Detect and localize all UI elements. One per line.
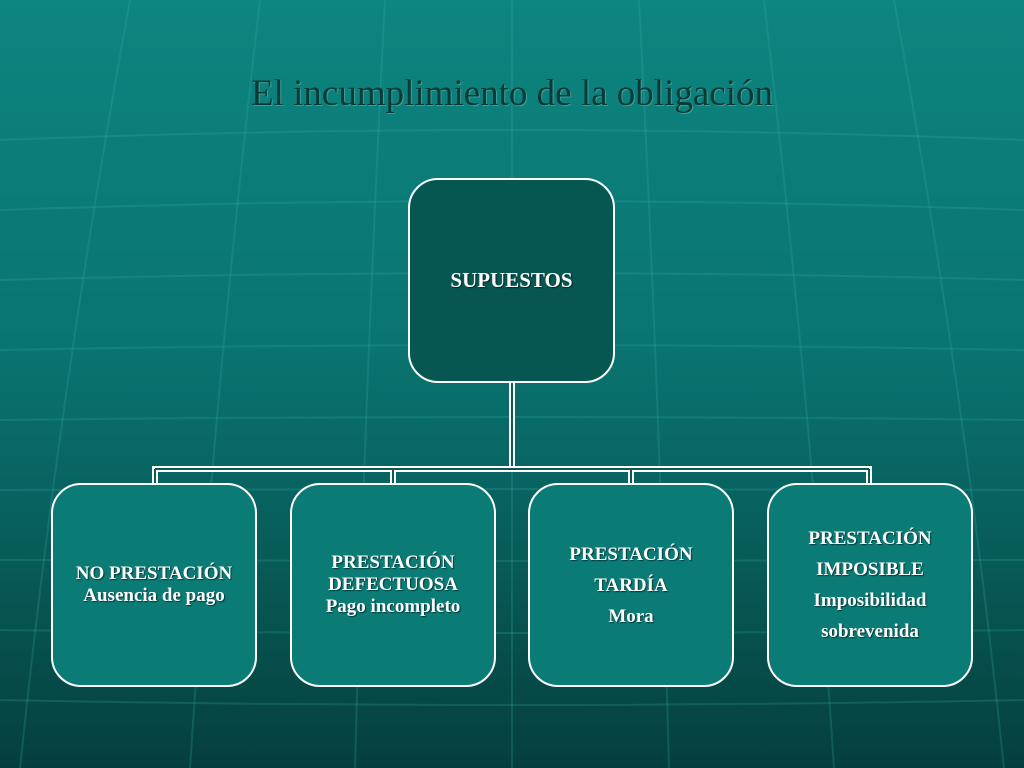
root-node-label: SUPUESTOS [450, 268, 573, 292]
node-line: NO PRESTACIÓN [75, 563, 233, 584]
node-line: sobrevenida [821, 621, 919, 642]
node-line: Pago incompleto [325, 596, 461, 617]
child-node-prestacion-tardia: PRESTACIÓN TARDÍA Mora [528, 483, 734, 687]
node-line: PRESTACIÓN [331, 552, 455, 573]
child-node-prestacion-defectuosa: PRESTACIÓN DEFECTUOSA Pago incompleto [290, 483, 496, 687]
node-line: DEFECTUOSA [328, 574, 458, 595]
root-node-supuestos: SUPUESTOS [408, 178, 615, 383]
node-line: PRESTACIÓN [808, 528, 932, 549]
node-line: IMPOSIBLE [816, 559, 924, 580]
child-node-prestacion-imposible: PRESTACIÓN IMPOSIBLE Imposibilidad sobre… [767, 483, 973, 687]
node-line: Mora [608, 605, 654, 627]
node-line: Imposibilidad [813, 590, 927, 611]
child-node-no-prestacion: NO PRESTACIÓN Ausencia de pago [51, 483, 257, 687]
node-line: TARDÍA [594, 574, 668, 596]
node-line: Ausencia de pago [83, 585, 225, 606]
slide-title: El incumplimiento de la obligación [251, 73, 773, 114]
node-line: PRESTACIÓN [569, 543, 693, 565]
